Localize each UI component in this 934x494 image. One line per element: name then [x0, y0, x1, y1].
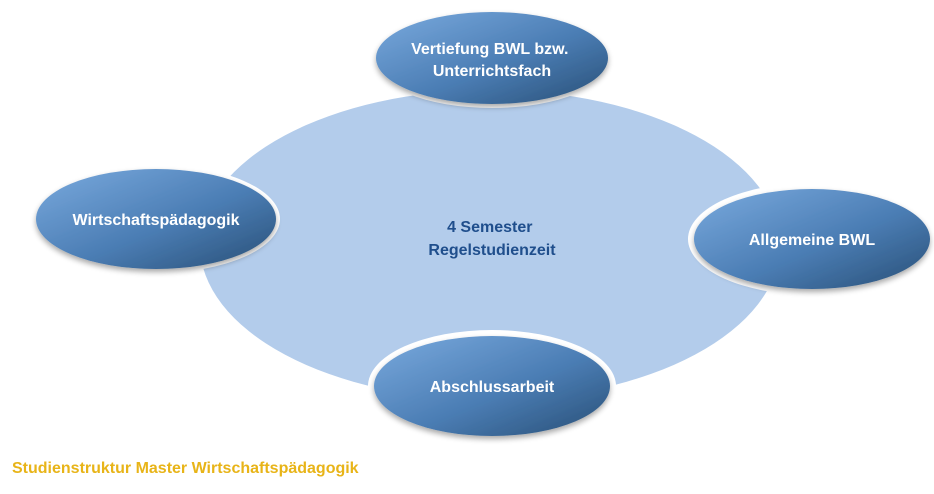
center-ellipse: [200, 90, 780, 400]
svg-text:Abschlussarbeit: Abschlussarbeit: [430, 379, 555, 396]
svg-text:Vertiefung BWL bzw. Unte: Vertiefung BWL bzw. Unterrichtsfach: [411, 41, 573, 80]
center-label-line2: Regelstudienzeit: [428, 242, 556, 259]
node-wirtschaftspaedagogik: Wirtschaftspädagogik: [32, 165, 280, 273]
node-vertiefung-line1: Vertiefung BWL bzw.: [411, 41, 568, 58]
node-abschlussarbeit: Abschlussarbeit: [368, 330, 616, 442]
center-label-line1: 4 Semester: [447, 219, 532, 236]
center-label: 4 Semester Regelstudienzeit: [428, 219, 556, 259]
node-wirtschaftspaedagogik-label: Wirtschaftspädagogik: [73, 212, 240, 229]
node-vertiefung: Vertiefung BWL bzw. Unterrichtsfach: [372, 8, 612, 108]
node-vertiefung-line2: Unterrichtsfach: [433, 63, 551, 80]
node-allgemeine-bwl: Allgemeine BWL: [688, 183, 934, 295]
svg-text:Wirtschaftspädagogik: Wirtschaftspädagogik: [73, 212, 240, 229]
node-abschlussarbeit-label: Abschlussarbeit: [430, 379, 555, 396]
node-allgemeine-bwl-label: Allgemeine BWL: [749, 232, 875, 249]
diagram-caption: Studienstruktur Master Wirtschaftspädago…: [12, 460, 359, 477]
svg-text:Allgemeine BWL: Allgemeine BWL: [749, 232, 875, 249]
